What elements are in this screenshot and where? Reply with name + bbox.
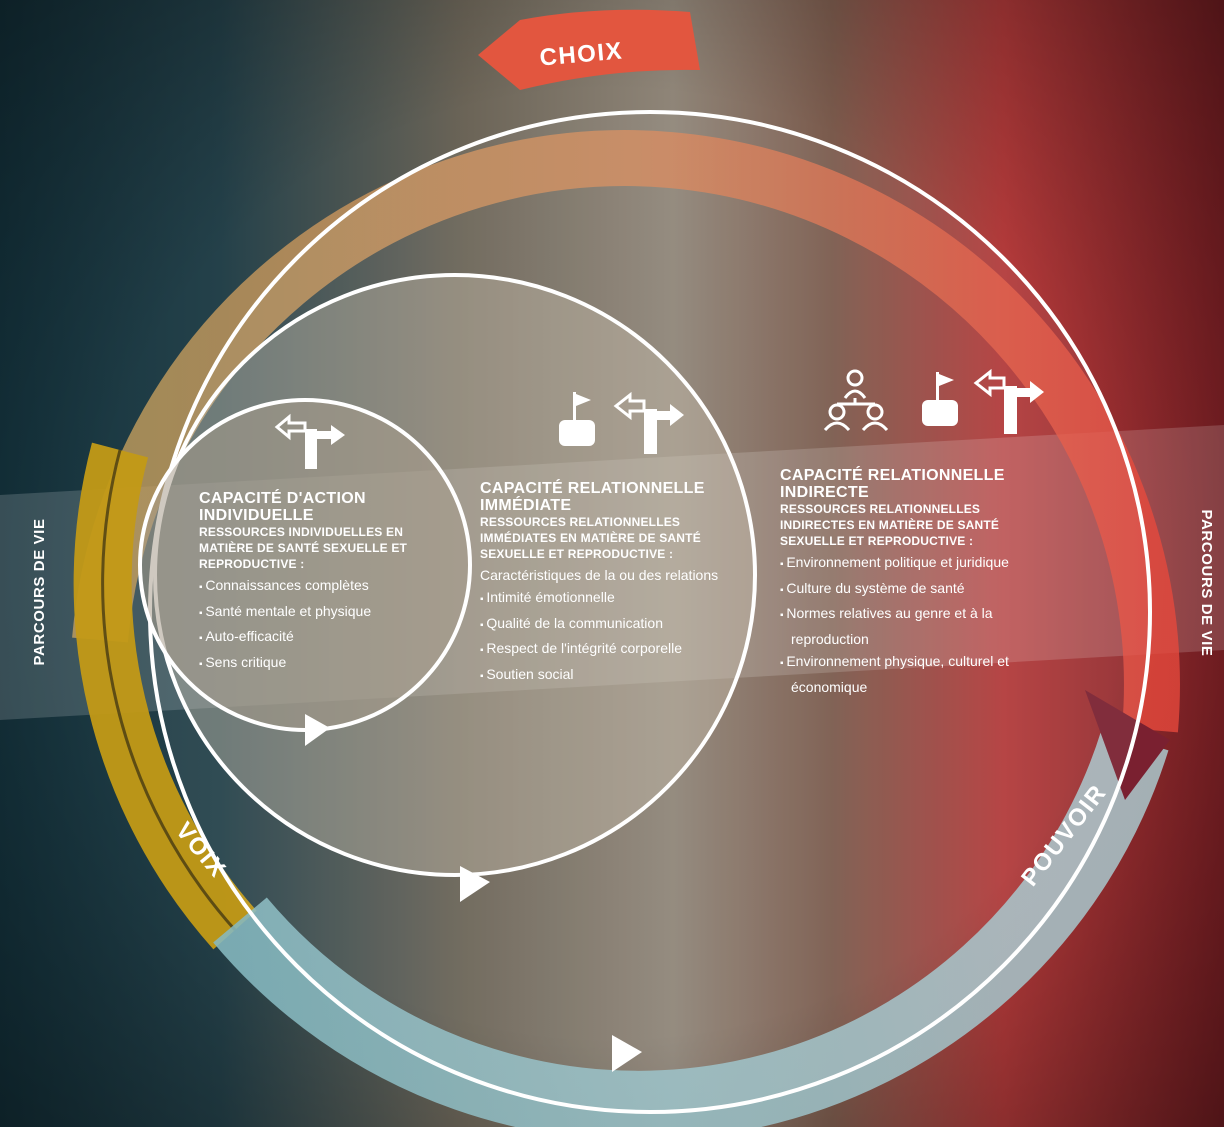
list-item: Auto-efficacité: [199, 625, 449, 651]
hand-flag-icon: [559, 392, 595, 446]
immediate-subtitle-2: IMMÉDIATES EN MATIÈRE DE SANTÉ: [480, 531, 701, 545]
parcours-right-label: PARCOURS DE VIE: [1198, 509, 1215, 656]
indirect-subtitle-3: SEXUELLE ET REPRODUCTIVE :: [780, 534, 974, 548]
directions-icon-2: [613, 391, 684, 454]
list-item: Environnement politique et juridique: [780, 551, 1065, 577]
list-item: Culture du système de santé: [780, 577, 1065, 603]
outer-ring-warm: [72, 130, 1180, 733]
list-item: Normes relatives au genre et à la reprod…: [780, 602, 1065, 650]
inner-arrow: [305, 714, 330, 746]
middle-arrow: [460, 866, 490, 902]
individual-capacity-block: CAPACITÉ D'ACTION INDIVIDUELLE RESSOURCE…: [199, 490, 449, 676]
immediate-title-1: CAPACITÉ RELATIONNELLE: [480, 480, 705, 497]
individual-title-2: INDIVIDUELLE: [199, 507, 314, 524]
outer-arrow: [612, 1035, 642, 1072]
immediate-capacity-block: CAPACITÉ RELATIONNELLE IMMÉDIATE RESSOUR…: [480, 480, 765, 688]
choix-banner: [478, 9, 700, 90]
hand-flag-icon-2: [922, 372, 958, 426]
pouvoir-arc: [213, 729, 1169, 1127]
directions-icon: [274, 413, 345, 469]
list-item: Intimité émotionnelle: [480, 586, 765, 612]
immediate-intro: Caractéristiques de la ou des relations: [480, 567, 719, 583]
list-item: Soutien social: [480, 663, 765, 689]
immediate-title-2: IMMÉDIATE: [480, 497, 572, 514]
individual-title-1: CAPACITÉ D'ACTION: [199, 490, 366, 507]
parcours-left-label: PARCOURS DE VIE: [31, 518, 48, 665]
list-item: Environnement physique, culturel et écon…: [780, 650, 1065, 698]
list-item: Respect de l'intégrité corporelle: [480, 637, 765, 663]
list-item: Sens critique: [199, 651, 449, 677]
individual-subtitle-1: RESSOURCES INDIVIDUELLES EN: [199, 525, 404, 539]
indirect-title-1: CAPACITÉ RELATIONNELLE: [780, 467, 1005, 484]
list-item: Santé mentale et physique: [199, 600, 449, 626]
individual-subtitle-3: REPRODUCTIVE :: [199, 557, 305, 571]
list-item: Connaissances complètes: [199, 574, 449, 600]
indirect-title-2: INDIRECTE: [780, 484, 869, 501]
people-network-icon: [823, 369, 889, 432]
individual-subtitle-2: MATIÈRE DE SANTÉ SEXUELLE ET: [199, 541, 408, 555]
immediate-subtitle-3: SEXUELLE ET REPRODUCTIVE :: [480, 547, 674, 561]
indirect-subtitle-2: INDIRECTES EN MATIÈRE DE SANTÉ: [780, 518, 1000, 532]
indirect-capacity-block: CAPACITÉ RELATIONNELLE INDIRECTE RESSOUR…: [780, 467, 1065, 698]
indirect-subtitle-1: RESSOURCES RELATIONNELLES: [780, 502, 981, 516]
directions-icon-3: [973, 368, 1044, 434]
immediate-subtitle-1: RESSOURCES RELATIONNELLES: [480, 515, 681, 529]
list-item: Qualité de la communication: [480, 612, 765, 638]
